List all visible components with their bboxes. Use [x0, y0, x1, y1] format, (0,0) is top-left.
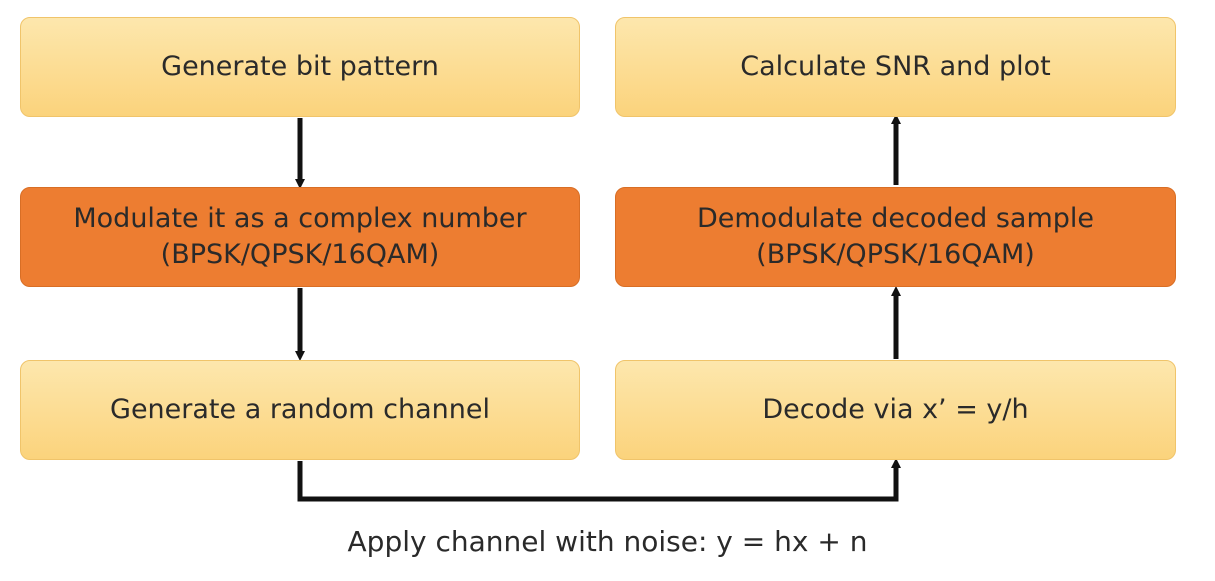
channel-noise-caption: Apply channel with noise: y = hx + n — [347, 525, 868, 558]
modulate-box: Modulate it as a complex number (BPSK/QP… — [20, 187, 580, 287]
demodulate-label-line-1: Demodulate decoded sample — [696, 202, 1095, 234]
arrow-channel-to-decode — [297, 458, 901, 502]
generate-bit-pattern-label: Generate bit pattern — [161, 50, 439, 82]
demodulate-label-line-2: (BPSK/QPSK/16QAM) — [756, 239, 1035, 270]
decode-label: Decode via x’ = y/h — [762, 393, 1029, 425]
random-channel-label: Generate a random channel — [110, 393, 490, 425]
demodulate-box: Demodulate decoded sample (BPSK/QPSK/16Q… — [615, 187, 1176, 287]
modulate-label-line-1: Modulate it as a complex number — [73, 202, 527, 234]
calculate-snr-box: Calculate SNR and plot — [615, 17, 1176, 117]
generate-bit-pattern-box: Generate bit pattern — [20, 17, 580, 117]
modulate-label-line-2: (BPSK/QPSK/16QAM) — [160, 239, 440, 270]
calculate-snr-label: Calculate SNR and plot — [740, 50, 1051, 82]
random-channel-box: Generate a random channel — [20, 360, 580, 460]
decode-box: Decode via x’ = y/h — [615, 360, 1176, 460]
